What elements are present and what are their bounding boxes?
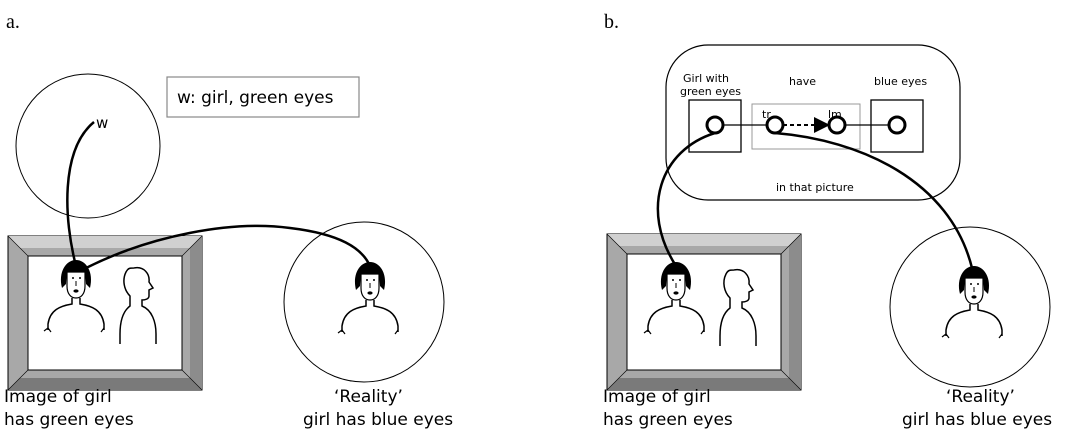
node-girl (705, 115, 725, 135)
node-tr (765, 115, 785, 135)
caption-reality-b-line1: ‘Reality’ (946, 387, 1015, 407)
scope-label: in that picture (776, 181, 854, 194)
node-lm (827, 115, 847, 135)
reality-circle-a (283, 221, 445, 383)
tr-label: tr (762, 108, 771, 121)
box-girl-label-line1: Girl with (683, 72, 729, 85)
panel-b-label: b. (604, 11, 619, 33)
picture-frame-a (7, 235, 203, 391)
note-box-text: w: girl, green eyes (177, 88, 334, 108)
connector-picture-girl-to-reality-girl (85, 224, 372, 270)
panel-a: a. w w: girl, green eyes Image of girl h… (4, 11, 453, 430)
caption-reality-a-line1: ‘Reality’ (334, 387, 403, 407)
panel-a-label: a. (6, 11, 20, 33)
note-box (166, 76, 360, 118)
connector-tr-node-to-reality-girl (774, 131, 974, 269)
caption-image-b-line2: has green eyes (603, 410, 733, 430)
mental-space-circle-w (15, 73, 161, 219)
caption-image-a-line2: has green eyes (4, 410, 134, 430)
connector-w-to-picture-girl (66, 121, 95, 267)
box-girl-label-line2: green eyes (680, 85, 741, 98)
mental-space-w-marker: w (96, 114, 108, 132)
girl-figure-reality-b (941, 265, 1003, 339)
girl-figure-reality-a (337, 261, 399, 335)
have-label: have (789, 75, 816, 88)
caption-image-b-line1: Image of girl (603, 387, 711, 407)
panel-b: b. Girl with green eyes have blue eyes t… (603, 11, 1052, 430)
caption-reality-a-line2: girl has blue eyes (303, 410, 453, 430)
picture-frame-b (606, 233, 802, 391)
blue-eyes-label: blue eyes (874, 75, 927, 88)
connector-girl-node-to-picture-girl (656, 131, 716, 267)
node-blue-eyes (887, 115, 907, 135)
caption-image-a-line1: Image of girl (4, 387, 112, 407)
caption-reality-b-line2: girl has blue eyes (902, 410, 1052, 430)
reality-circle-b (889, 226, 1051, 388)
